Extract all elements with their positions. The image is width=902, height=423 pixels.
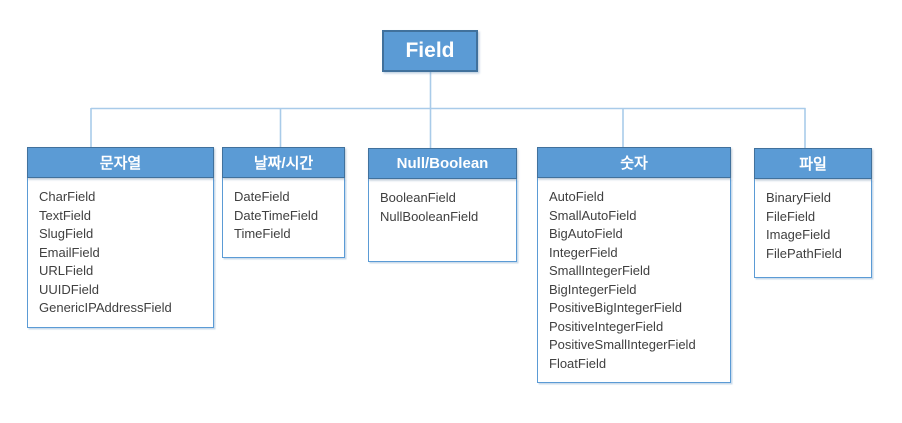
field-type-item: TextField	[39, 207, 92, 223]
field-type-item: GenericIPAddressField	[39, 300, 172, 315]
field-type-item: NullBooleanField	[380, 208, 479, 224]
field-type-item: BooleanField	[380, 190, 456, 205]
field-type-item: FilePathField	[766, 245, 842, 261]
field-type-item: CharField	[39, 189, 96, 204]
root-node-field: Field	[382, 30, 478, 72]
field-type-item: ImageField	[766, 227, 831, 242]
field-type-item: PositiveIntegerField	[549, 318, 664, 334]
field-type-item: SlugField	[39, 226, 94, 241]
field-type-item: DateTimeField	[234, 207, 319, 223]
field-type-item: BigAutoField	[549, 226, 623, 241]
field-type-item: UUIDField	[39, 281, 99, 297]
field-type-item: BinaryField	[766, 190, 832, 205]
field-type-item: DateField	[234, 189, 290, 204]
field-type-item: FileField	[766, 208, 816, 224]
field-type-item: IntegerField	[549, 244, 618, 260]
field-type-item: AutoField	[549, 189, 604, 204]
field-type-item: PositiveBigIntegerField	[549, 300, 682, 315]
category-header: 날짜/시간	[222, 147, 345, 178]
field-type-item: EmailField	[39, 244, 100, 260]
category-header: 파일	[754, 148, 872, 179]
field-type-item: URLField	[39, 263, 94, 278]
field-type-item: PositiveSmallIntegerField	[549, 337, 696, 352]
field-type-item: FloatField	[549, 355, 607, 371]
field-type-item: BigIntegerField	[549, 281, 637, 297]
category-header: Null/Boolean	[368, 148, 517, 179]
category-header: 문자열	[27, 147, 214, 178]
field-type-item: TimeField	[234, 226, 291, 241]
field-type-item: SmallIntegerField	[549, 263, 651, 278]
field-type-item: SmallAutoField	[549, 207, 637, 223]
category-header: 숫자	[537, 147, 731, 178]
root-node-label: Field	[405, 39, 455, 62]
